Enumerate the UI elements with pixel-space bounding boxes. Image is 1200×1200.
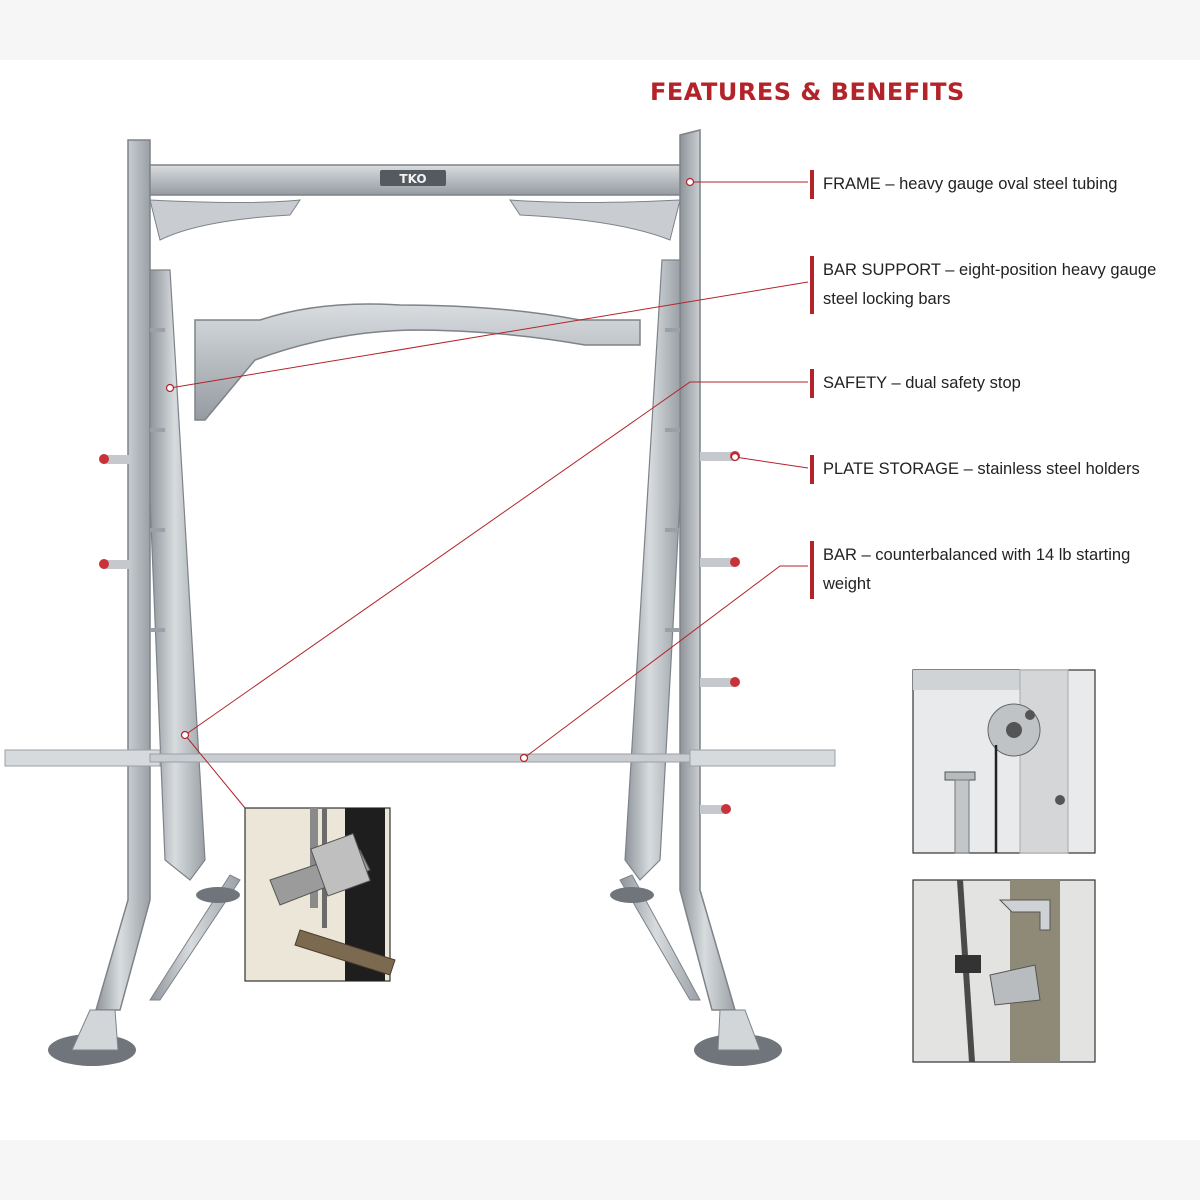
right-front-upright <box>679 129 736 1011</box>
feature-description: counterbalanced with 14 lb starting <box>875 546 1131 564</box>
feature-safety: SAFETY – dual safety stop <box>810 369 1021 398</box>
bar-right-sleeve <box>689 749 836 767</box>
brand-plate <box>380 170 446 186</box>
pulley-detail-inset <box>912 669 1096 854</box>
feature-description: eight-position heavy gauge <box>959 261 1157 279</box>
bar-left-sleeve <box>4 749 161 767</box>
hook-detail-inset <box>912 879 1096 1063</box>
left-base-brace <box>149 874 241 1001</box>
feature-frame: FRAME – heavy gauge oval steel tubing <box>810 170 1117 199</box>
right-top-gusset <box>509 199 681 241</box>
callout-leaders <box>169 181 809 809</box>
feature-label: SAFETY <box>823 374 887 392</box>
feature-bar: BAR – counterbalanced with 14 lb startin… <box>810 541 1130 599</box>
left-top-gusset <box>149 199 302 241</box>
safety-detail-inset <box>244 807 396 982</box>
feature-bar-support: BAR SUPPORT – eight-position heavy gauge… <box>810 256 1156 314</box>
feature-description-continued: steel locking bars <box>823 290 951 308</box>
feature-label: BAR SUPPORT <box>823 261 941 279</box>
main-bar <box>149 753 691 763</box>
left-rear-foot <box>196 887 240 903</box>
right-foot-bracket <box>717 1009 761 1051</box>
features-heading: FEATURES & BENEFITS <box>650 78 965 106</box>
left-rear-upright <box>149 269 206 881</box>
right-base-brace <box>619 874 701 1001</box>
bottom-texture-band <box>0 1140 1200 1200</box>
feature-label: BAR <box>823 546 857 564</box>
rear-arch-crossbar <box>194 303 641 421</box>
feature-description: heavy gauge oval steel tubing <box>899 175 1118 193</box>
right-rear-upright <box>624 259 681 881</box>
top-texture-band <box>0 0 1200 60</box>
feature-plate-storage: PLATE STORAGE – stainless steel holders <box>810 455 1140 484</box>
feature-label: FRAME <box>823 175 881 193</box>
feature-label: PLATE STORAGE <box>823 460 960 478</box>
feature-description: stainless steel holders <box>977 460 1140 478</box>
left-foot-bracket <box>71 1009 119 1051</box>
right-rear-foot <box>610 887 654 903</box>
callout-dots <box>165 177 740 763</box>
feature-description: dual safety stop <box>905 374 1021 392</box>
right-hook-ladder <box>665 328 680 632</box>
brand-logo: TKO <box>399 172 426 186</box>
left-front-upright <box>95 139 151 1011</box>
left-hook-ladder <box>150 328 165 632</box>
feature-description-continued: weight <box>823 575 871 593</box>
